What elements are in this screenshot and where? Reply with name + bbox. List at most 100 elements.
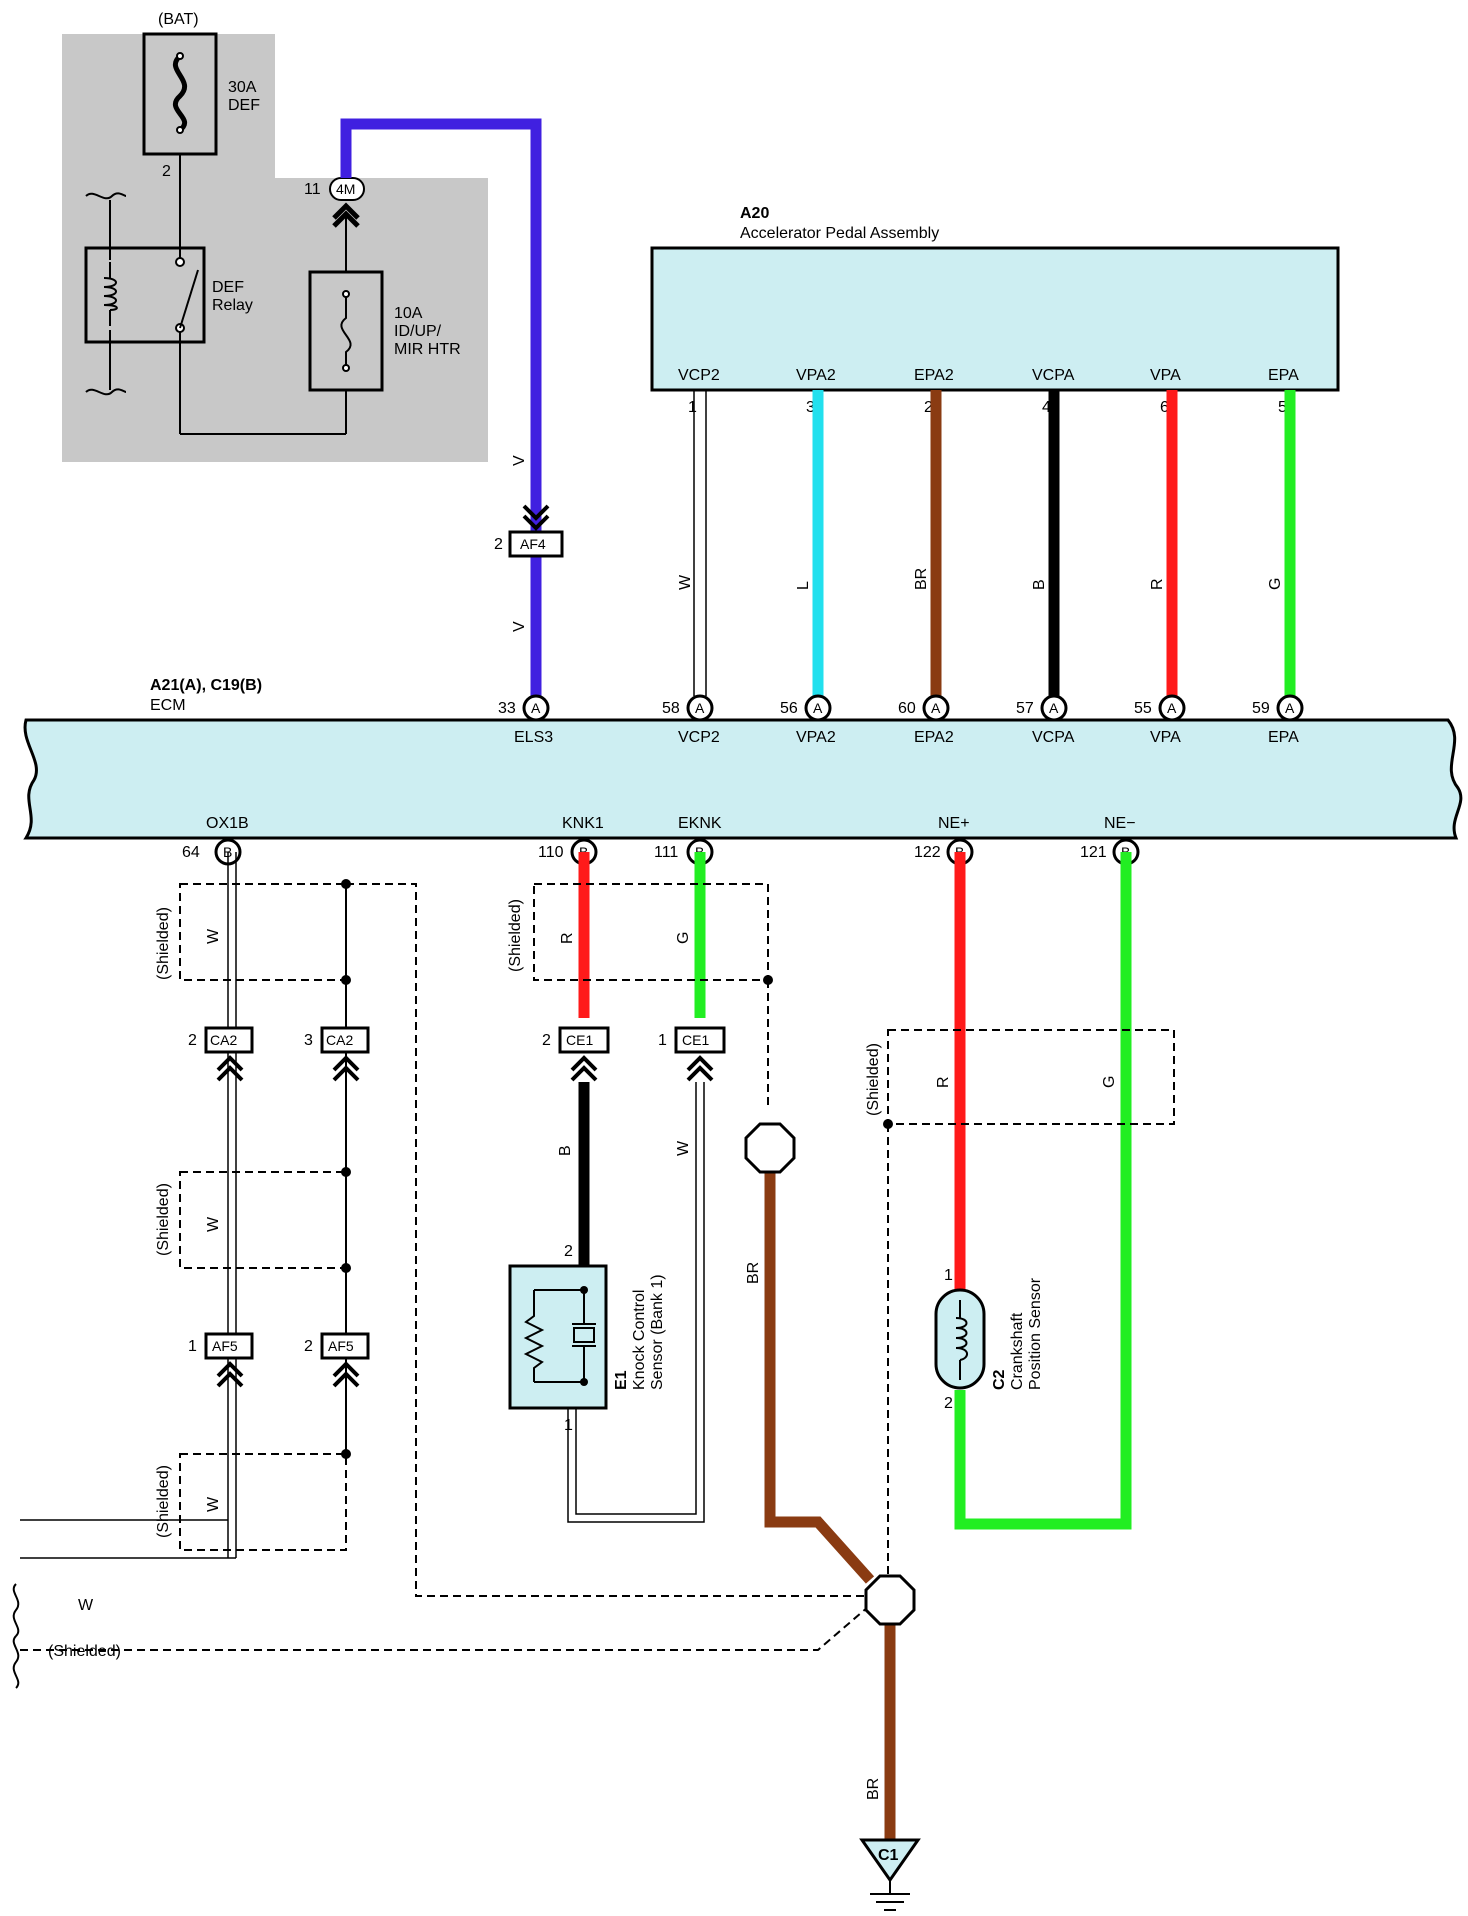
connector-af4-pin: 2 [494, 536, 503, 553]
wire-v-top-label: V [511, 455, 528, 466]
wire-br-ground-label: BR [865, 1778, 882, 1800]
break-icon [85, 388, 127, 396]
knock-harness: (Shielded) R G CE1 2 CE1 1 B W 2 1 E1 Kn… [507, 852, 773, 1523]
coil-icon [955, 1317, 968, 1361]
ecm-pin-name-33: ELS3 [514, 729, 553, 746]
ecm-name: ECM [150, 697, 186, 714]
shield-box-ox-2 [179, 1171, 347, 1269]
resistor-icon [523, 1289, 584, 1383]
crank-pin-bottom: 2 [944, 1395, 953, 1412]
connector-af4-label: AF4 [520, 536, 546, 552]
ecm-pin-conn-57: A [1049, 700, 1059, 716]
connector-arrow-icon [332, 1055, 360, 1082]
wire-label-vcpa: B [1031, 579, 1048, 590]
ecm-pin-name-58: VCP2 [678, 729, 720, 746]
ecm-pin-name-60: EPA2 [914, 729, 954, 746]
knock-control-sensor [508, 1264, 608, 1410]
ground-c1 [859, 1838, 921, 1883]
connector-af5-label: AF5 [328, 1338, 354, 1354]
connector-arrow-icon [522, 504, 550, 531]
ecm-box [23, 718, 1463, 840]
ecm-pin-name-55: VPA [1150, 729, 1181, 746]
connector-ce1-label: CE1 [682, 1032, 709, 1048]
wire-label-vpa2: L [795, 581, 812, 590]
connector-ca2-pin2 [204, 1026, 254, 1054]
wire-brown-splice [764, 1150, 875, 1584]
a20-pin-num-vpa: 6 [1160, 399, 1169, 416]
crank-sensor-label-1: Crankshaft [1009, 1312, 1026, 1390]
wire-r-label: R [935, 1076, 952, 1088]
connector-af4 [508, 530, 564, 558]
ecm-pin-name-56: VPA2 [796, 729, 836, 746]
connector-arrow-icon [570, 1055, 598, 1082]
wire-vcp2 [693, 390, 707, 696]
ecm-pin-57 [1040, 694, 1068, 722]
a20-pin-num-vcpa: 4 [1042, 399, 1051, 416]
wire-violet [340, 118, 542, 696]
ecm-pin-name-59: EPA [1268, 729, 1299, 746]
a20-pin-num-epa2: 2 [924, 399, 933, 416]
ecm-pin-name-111: EKNK [678, 815, 722, 832]
ecm-pin-name-122: NE+ [938, 815, 970, 832]
ecm-pin-num-58: 58 [662, 700, 680, 717]
crank-sensor-label-2: Position Sensor [1027, 1277, 1044, 1390]
wire-label-vpa: R [1149, 578, 1166, 590]
ecm-pin-num-33: 33 [498, 700, 516, 717]
connector-4m-label: 4M [336, 181, 355, 197]
ecm-pin-name-121: NE− [1104, 815, 1136, 832]
ecm-pin-58 [686, 694, 714, 722]
ecm-pin-num-64: 64 [182, 844, 200, 861]
ecm-pin-conn-33: A [531, 700, 541, 716]
connector-af5-pin2 [320, 1332, 370, 1360]
ecm-pin-33 [522, 694, 550, 722]
break-icon [12, 1635, 20, 1689]
wire-label-epa: G [1267, 578, 1284, 590]
ecm-pin-55 [1158, 694, 1186, 722]
ecm-pin-num-57: 57 [1016, 700, 1034, 717]
wire-w-label: W [675, 1140, 692, 1156]
connector-ca2-pin-num: 2 [188, 1032, 197, 1049]
a20-pin-name-epa2: EPA2 [914, 367, 954, 384]
connector-arrow-icon [686, 1055, 714, 1082]
ecm-pin-conn-60: A [931, 700, 941, 716]
ground-c1-label: C1 [878, 1847, 899, 1864]
ecm-pin-conn-55: A [1167, 700, 1177, 716]
bottom-wire-w-label: W [78, 1597, 94, 1614]
fuse-def-pin: 2 [162, 163, 171, 180]
ecm-pin-name-57: VCPA [1032, 729, 1075, 746]
ground-icon [870, 1880, 910, 1911]
relay-switch-icon [179, 269, 199, 329]
piezo-icon [572, 1290, 596, 1382]
ecm-pin-num-121: 121 [1080, 844, 1107, 861]
knock-sensor-id: E1 [613, 1370, 630, 1390]
a20-pin-name-vcp2: VCP2 [678, 367, 720, 384]
a20-title: Accelerator Pedal Assembly [740, 225, 939, 242]
fuse-def-amp: 30A [228, 79, 257, 96]
connector-ce1-pin-num: 1 [658, 1032, 667, 1049]
ecm-top-pins: A33ELS3A58VCP2A56VPA2A60EPA2A57VCPAA55VP… [498, 694, 1304, 746]
wire-w-label: W [205, 928, 222, 944]
power-section: (BAT) 30A DEF 2 DEF Relay 10A ID/UP/ MIR… [62, 11, 488, 462]
wire-r-label: R [559, 932, 576, 944]
connector-ca2-label: CA2 [326, 1032, 353, 1048]
shield-label-crank: (Shielded) [865, 1043, 882, 1116]
shield-label-ox-3: (Shielded) [155, 1465, 172, 1538]
connector-arrow-icon [216, 1361, 244, 1388]
shield-label-knock: (Shielded) [507, 899, 524, 972]
ecm-pin-num-111: 111 [654, 844, 678, 861]
ox-harness: (Shielded) (Shielded) (Shielded) W W W C… [12, 852, 877, 1689]
crank-harness: (Shielded) R G 1 2 C2 Crankshaft Positio… [865, 852, 1175, 1578]
ecm-pin-num-122: 122 [914, 844, 941, 861]
a20-pin-name-vpa: VPA [1150, 367, 1181, 384]
a20-id: A20 [740, 205, 769, 222]
a20-pin-name-vpa2: VPA2 [796, 367, 836, 384]
a20-pin-num-epa: 5 [1278, 399, 1287, 416]
wire-v-bottom-label: V [511, 621, 528, 632]
crank-pin-top: 1 [944, 1267, 953, 1284]
connector-4m-pin: 11 [304, 181, 321, 198]
ecm-pin-num-55: 55 [1134, 700, 1152, 717]
wire-g-label: G [675, 932, 692, 944]
a20-pin-num-vpa2: 3 [806, 399, 815, 416]
connector-af5-pin-num: 1 [188, 1338, 197, 1355]
